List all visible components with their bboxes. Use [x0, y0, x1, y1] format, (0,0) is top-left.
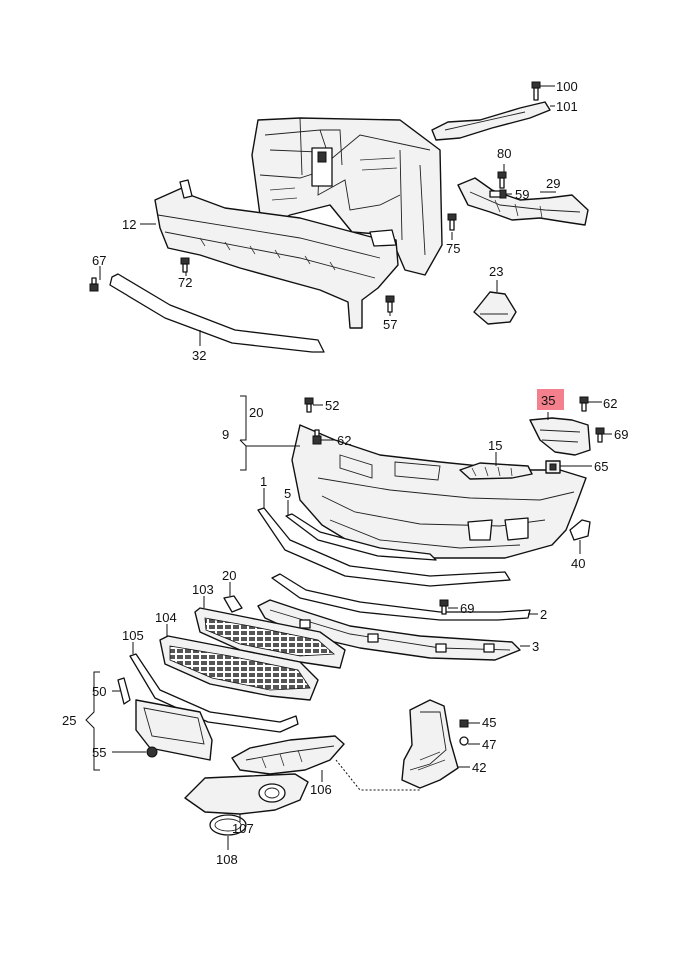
callout-35: 35 [541, 393, 555, 408]
spoiler-part [271, 573, 531, 621]
guide-bracket-upper-part [431, 101, 551, 141]
callout-69-lower: 69 [460, 601, 474, 616]
callout-32: 32 [192, 348, 206, 363]
fog-light-frame-part [184, 773, 309, 815]
bolt-67 [89, 277, 99, 292]
corner-trim-part [569, 519, 591, 541]
callout-69-upper: 69 [614, 427, 628, 442]
callout-65: 65 [594, 459, 608, 474]
bumper-reinforcement-part [154, 179, 399, 329]
bolt-72 [180, 257, 190, 273]
callout-100: 100 [556, 79, 578, 94]
cap-part [473, 291, 517, 325]
screw-69a [595, 427, 605, 443]
callout-59: 59 [515, 187, 529, 202]
callout-72: 72 [178, 275, 192, 290]
air-guide-part [459, 462, 533, 480]
nut-45 [459, 719, 469, 728]
callout-104: 104 [155, 610, 177, 625]
clip-50-part [117, 677, 131, 705]
bracket-42-part [401, 699, 459, 789]
retainer-bracket-part [529, 417, 591, 456]
callout-2: 2 [540, 607, 547, 622]
washer-47 [459, 736, 469, 746]
callout-50: 50 [92, 684, 106, 699]
callout-23: 23 [489, 264, 503, 279]
lock-carrier-part [251, 117, 443, 276]
callout-29: 29 [546, 176, 560, 191]
callout-40: 40 [571, 556, 585, 571]
trim-cover-106-part [231, 735, 345, 775]
grille-104-part [159, 635, 319, 701]
callout-107: 107 [232, 821, 254, 836]
callout-62-left: 62 [337, 433, 351, 448]
callout-labels: 100 101 80 59 29 12 75 67 72 23 57 32 20… [62, 79, 628, 867]
callout-55: 55 [92, 745, 106, 760]
bolt-100 [531, 81, 541, 101]
screw-69b [439, 599, 449, 615]
callout-42: 42 [472, 760, 486, 775]
trim-strip-part [257, 507, 511, 587]
callout-1: 1 [260, 474, 267, 489]
callout-3: 3 [532, 639, 539, 654]
callout-80: 80 [497, 146, 511, 161]
callout-9: 9 [222, 427, 229, 442]
callout-103: 103 [192, 582, 214, 597]
clip-20-part [223, 595, 243, 613]
trim-strip-5-part [285, 513, 437, 561]
callout-106: 106 [310, 782, 332, 797]
screw-55 [146, 746, 158, 758]
callout-57: 57 [383, 317, 397, 332]
callout-108: 108 [216, 852, 238, 867]
clip-65 [545, 460, 561, 474]
leader-lines [85, 85, 612, 850]
nut-59 [489, 189, 507, 199]
callout-67: 67 [92, 253, 106, 268]
callout-45: 45 [482, 715, 496, 730]
callout-105: 105 [122, 628, 144, 643]
ring-part [209, 814, 247, 836]
licence-plate-holder-part [135, 699, 213, 761]
callout-20-grille: 20 [222, 568, 236, 583]
bumper-cover-part [291, 424, 587, 559]
callout-101: 101 [556, 99, 578, 114]
callout-47: 47 [482, 737, 496, 752]
callout-52: 52 [325, 398, 339, 413]
highlight-marker [537, 389, 564, 410]
bolt-75 [447, 213, 457, 231]
grille-103-part [194, 607, 346, 669]
callout-20-bumper: 20 [249, 405, 263, 420]
callout-12: 12 [122, 217, 136, 232]
spoiler-strip-part [109, 273, 325, 353]
bolt-80 [497, 171, 507, 189]
callout-15: 15 [488, 438, 502, 453]
screw-52 [304, 397, 314, 413]
bolt-57 [385, 295, 395, 313]
screw-62b [579, 396, 589, 412]
callout-75: 75 [446, 241, 460, 256]
headlight-bracket-part [457, 177, 589, 226]
callout-25: 25 [62, 713, 76, 728]
callout-62-right: 62 [603, 396, 617, 411]
callout-5: 5 [284, 486, 291, 501]
